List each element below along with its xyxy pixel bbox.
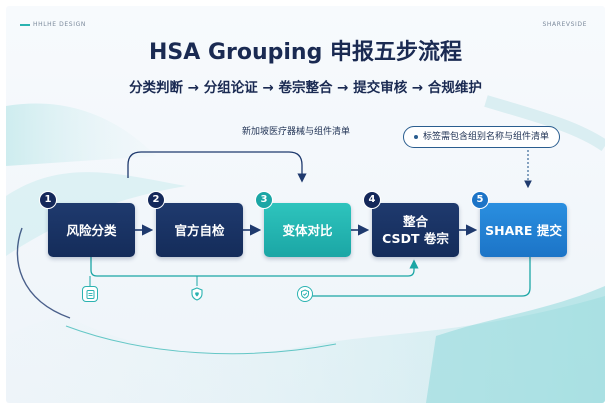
step-1-risk-classification: 风险分类 [48,203,135,257]
step-number-4: 4 [363,191,381,209]
step-number-2: 2 [147,191,165,209]
bullet-icon [414,134,418,139]
shield-heart-icon [189,286,205,302]
label-requirement-note: 标签需包含组别名称与组件清单 [403,126,561,148]
top-loop-connector [127,151,307,183]
step-2-self-check: 官方自检 [156,203,243,257]
step-number-1: 1 [39,191,57,209]
page-title: HSA Grouping 申报五步流程 [149,40,462,65]
shield-check-icon [297,286,313,302]
corner-label: SHAREVSIDE [542,21,587,28]
brand-label: HHLHE DESIGN [20,21,86,28]
step-5-share-submission: SHARE 提交 [480,203,567,257]
document-icon [82,286,98,302]
feedback-connector [310,257,531,297]
step-number-3: 3 [255,191,273,209]
step-3-variant-comparison: 变体对比 [264,203,351,257]
left-swoosh [16,227,71,319]
device-list-note: 新加坡医疗器械与组件清单 [242,127,351,137]
step-number-5: 5 [471,191,489,209]
bottom-loop-connector [90,257,419,277]
process-summary: 分类判断 → 分组论证 → 卷宗整合 → 提交审核 → 合规维护 [129,80,482,96]
